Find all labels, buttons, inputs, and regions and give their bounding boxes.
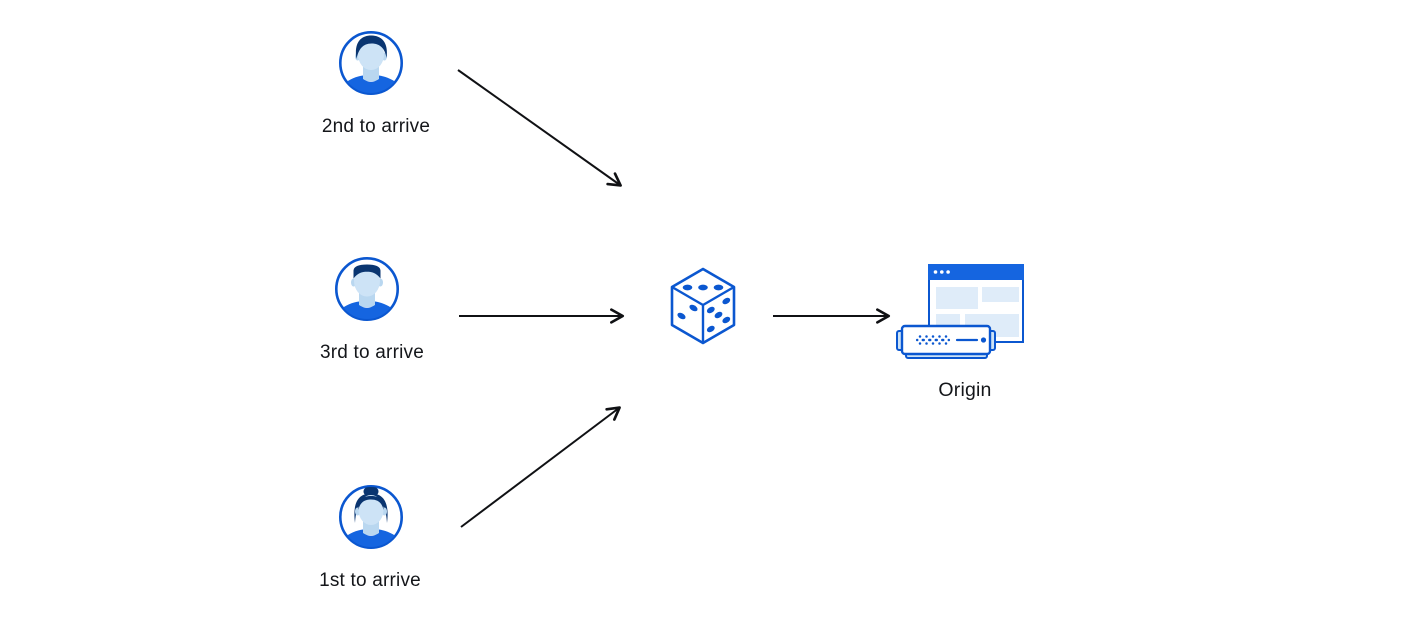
user-avatar-man-icon bbox=[338, 30, 404, 96]
server-dot-pattern bbox=[915, 335, 951, 345]
dice-icon bbox=[670, 267, 736, 345]
arrow-client2-to-dice bbox=[457, 69, 622, 187]
client-label-3rd: 3rd to arrive bbox=[320, 342, 424, 363]
arrow-client1-to-dice bbox=[460, 406, 621, 528]
client-label-1st: 1st to arrive bbox=[319, 570, 421, 591]
origin-server-icon bbox=[896, 264, 1024, 359]
client-label-2nd: 2nd to arrive bbox=[321, 116, 431, 137]
user-avatar-woman-icon bbox=[338, 484, 404, 550]
user-avatar-man-short-hair-icon bbox=[334, 256, 400, 322]
origin-label: Origin bbox=[938, 379, 992, 401]
